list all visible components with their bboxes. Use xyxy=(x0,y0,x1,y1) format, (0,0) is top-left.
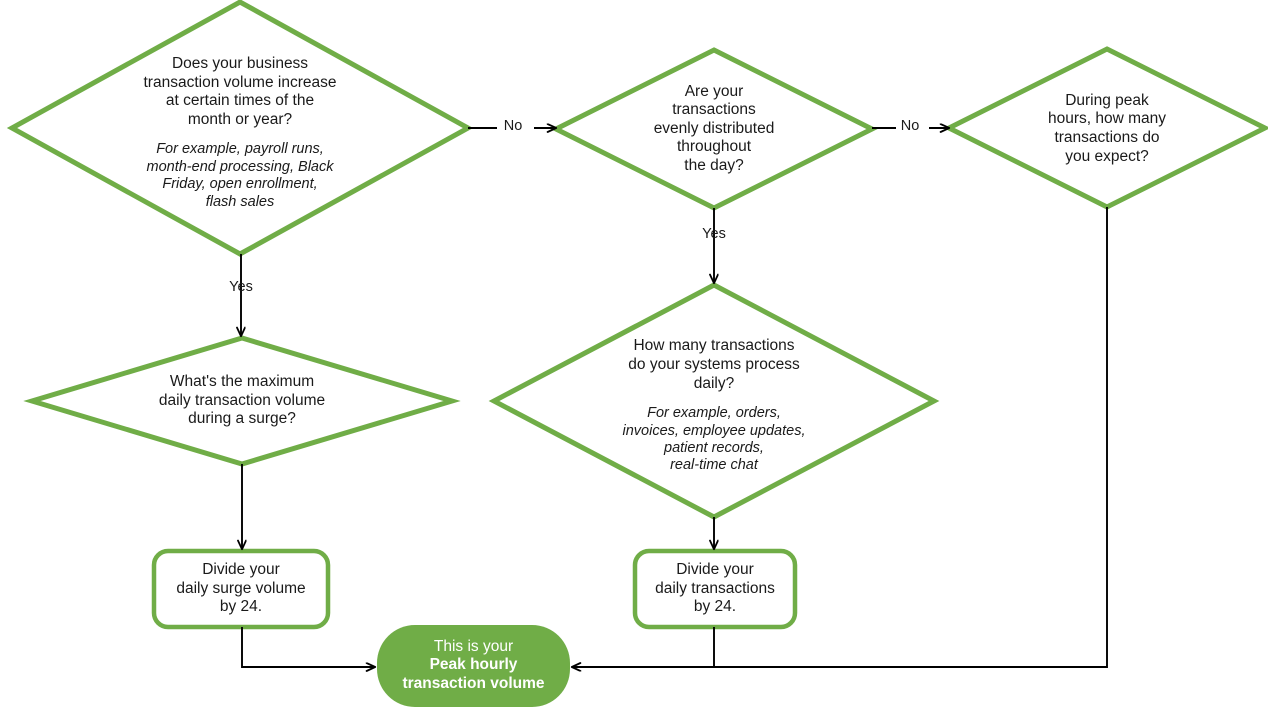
pill-result-peak-hourly-volume[interactable] xyxy=(377,625,570,707)
box-divide-surge[interactable] xyxy=(151,548,331,630)
diamond-daily-volume-question[interactable] xyxy=(488,282,940,520)
connector-peak-hours-to-result xyxy=(572,207,1108,667)
diamond-seasonality-question[interactable] xyxy=(6,0,474,257)
diamond-max-surge-question[interactable] xyxy=(23,335,461,467)
connector-divide-surge-to-result xyxy=(241,627,375,667)
diamond-even-distribution-question[interactable] xyxy=(550,47,878,211)
box-divide-daily[interactable] xyxy=(632,548,798,630)
diamond-peak-hours-question[interactable] xyxy=(943,46,1268,210)
